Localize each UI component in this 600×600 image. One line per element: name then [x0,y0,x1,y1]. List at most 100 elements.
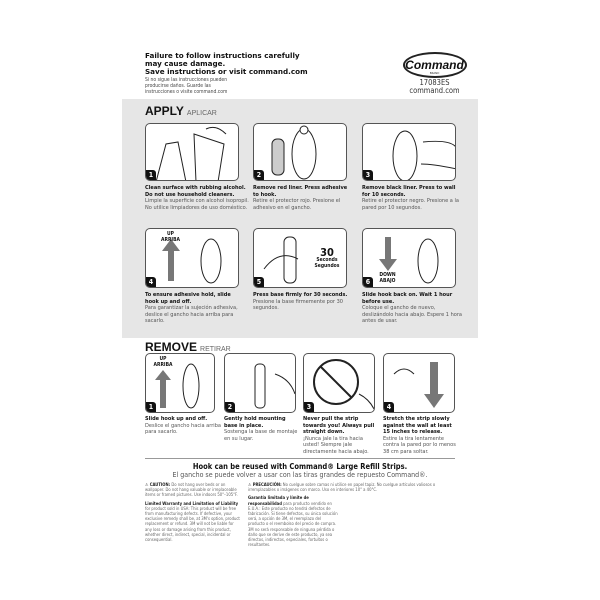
caption-en: Remove black liner. Press to wall for 10… [362,185,456,198]
apply-step-5-caption: Press base firmly for 30 seconds.Presion… [253,292,353,312]
warning-line: Save instructions or visit command.com [145,67,308,76]
apply-step-1-caption: Clean surface with rubbing alcohol. Do n… [145,185,255,211]
remove-step-4-caption: Stretch the strip slowly against the wal… [383,416,457,456]
remove-title-es: RETIRAR [200,346,231,353]
hook-wall-icon [392,130,455,180]
label-es: ARRIBA [153,361,173,368]
warranty-text: for product sold in USA: This product wi… [145,505,240,543]
caption-en: Slide hook back on. Wait 1 hour before u… [362,292,453,305]
apply-step-2-caption: Remove red liner. Press adhesive to hook… [253,185,353,211]
label-es: ABAJO [379,277,396,284]
warning-spanish: Si no sigue las instrucciones pueden pro… [145,77,228,95]
label-en: UP [159,356,167,362]
remove-title: REMOVE [145,340,198,354]
caption-es: Sostenga la base de montaje en su lugar. [224,429,298,442]
product-code: 17083ES [419,78,450,87]
label-es: Seconds Segundos [314,257,340,269]
label-es: ARRIBA [161,236,180,243]
apply-step-1-image: 1 [145,123,239,181]
precaucion-label: PRECAUCIÓN: [252,482,282,487]
caution-label: CAUTION: [149,482,171,487]
command-logo: Command BRAND 17083ES command.com [387,52,482,95]
step-number: 6 [363,277,373,287]
caution-block: ⚠ CAUTION: Do not hang over beds or on w… [145,482,240,542]
caption-es: ¡Nunca jale la tira hacia usted! Siempre… [303,435,369,455]
step-number: 2 [225,402,235,412]
apply-title-es: APLICAR [186,110,217,117]
label-en: SLOWLY [414,374,419,392]
caption-es: Retire el protector negro. Presione a la… [362,198,459,211]
caption-es: Coloque el gancho de nuevo, deslizándolo… [362,305,462,325]
press-base-icon [263,236,299,284]
warning-line: Failure to follow instructions carefully [145,51,300,60]
caption-es: Estire la tira lentamente contra la pare… [383,435,456,455]
caption-es: Limpie la superficie con alcohol isoprop… [145,198,249,211]
apply-step-2-image: 2 [253,123,347,181]
caption-en: To ensure adhesive hold, slide hook up a… [145,292,231,305]
step-number: 2 [254,170,264,180]
divider [145,458,455,459]
apply-step-3-image: 3 [362,123,456,181]
caption-en: Slide hook up and off. [145,416,208,422]
caption-en: Press base firmly for 30 seconds. [253,292,348,298]
apply-step-6-caption: Slide hook back on. Wait 1 hour before u… [362,292,462,325]
step-number: 4 [384,402,394,412]
apply-step-3-caption: Remove black liner. Press to wall for 10… [362,185,462,211]
garantia-text: para producto vendido en E.U.A.: Este pr… [248,500,338,548]
remove-step-3-caption: Never pull the strip towards you! Always… [303,416,377,456]
remove-step-4-image: SLOWLY LENTAMENTE 4 [383,353,455,413]
caption-es: Deslice el gancho hacia arriba para saca… [145,422,221,436]
label-en: UP [167,231,174,237]
step-number: 1 [146,170,156,180]
caption-en: Never pull the strip towards you! Always… [303,416,375,436]
garantia-label: Garantía limitada y límite de responsabi… [248,495,309,506]
apply-step-4-caption: To ensure adhesive hold, slide hook up a… [145,292,245,325]
caption-en: Clean surface with rubbing alcohol. Do n… [145,185,246,198]
reuse-es: El gancho se puede volver a usar con las… [172,471,428,479]
remove-step-2-image: 2 [224,353,296,413]
remove-step-1-caption: Slide hook up and off.Deslice el gancho … [145,416,221,436]
website: command.com [409,86,460,95]
step-number: 4 [146,277,156,287]
caption-en: Stretch the strip slowly against the wal… [383,416,452,436]
precaucion-text: No cuelgue sobre camas ni utilice en pap… [248,482,436,493]
warning-icon: ⚠ [248,482,253,487]
caption-en: Remove red liner. Press adhesive to hook… [253,185,348,198]
reuse-note: Hook can be reused with Command® Large R… [120,462,480,479]
remove-step-2-caption: Gently hold mounting base in place.Soste… [224,416,298,442]
step-number: 5 [254,277,264,287]
warranty-label: Limited Warranty and Limitation of Liabi… [145,500,239,506]
warning-block: Failure to follow instructions carefully… [145,51,365,96]
caption-en: Gently hold mounting base in place. [224,416,286,429]
up-arrow-icon [155,363,200,409]
caption-es: Presione la base firmemente por 30 segun… [253,298,343,312]
down-arrow-icon [393,362,444,408]
caution-text: Do not hang over beds or on wallpaper. D… [145,482,238,498]
alcohol-bottle-icon [156,126,227,180]
brand-logo: Command [402,52,467,78]
slowly-label: SLOWLY LENTAMENTE [414,368,454,398]
remove-step-3-image: 3 [303,353,375,413]
hold-base-icon [254,363,295,409]
warning-icon: ⚠ [145,482,150,487]
warning-line: may cause damage. [145,59,226,68]
brand-sub: BRAND [429,71,440,75]
precaucion-block: ⚠ PRECAUCIÓN: No cuelgue sobre camas ni … [248,482,458,547]
reuse-en: Hook can be reused with Command® Large R… [192,462,408,471]
caption-es: Para garantizar la sujeción adhesiva, de… [145,305,238,325]
step-number: 3 [304,402,314,412]
up-arrow-icon [162,238,222,284]
caption-es: Retire el protector rojo. Presione el ad… [253,198,341,211]
step-number: 3 [363,170,373,180]
prohibited-icon [313,359,374,410]
hook-adhesive-icon [271,125,317,180]
